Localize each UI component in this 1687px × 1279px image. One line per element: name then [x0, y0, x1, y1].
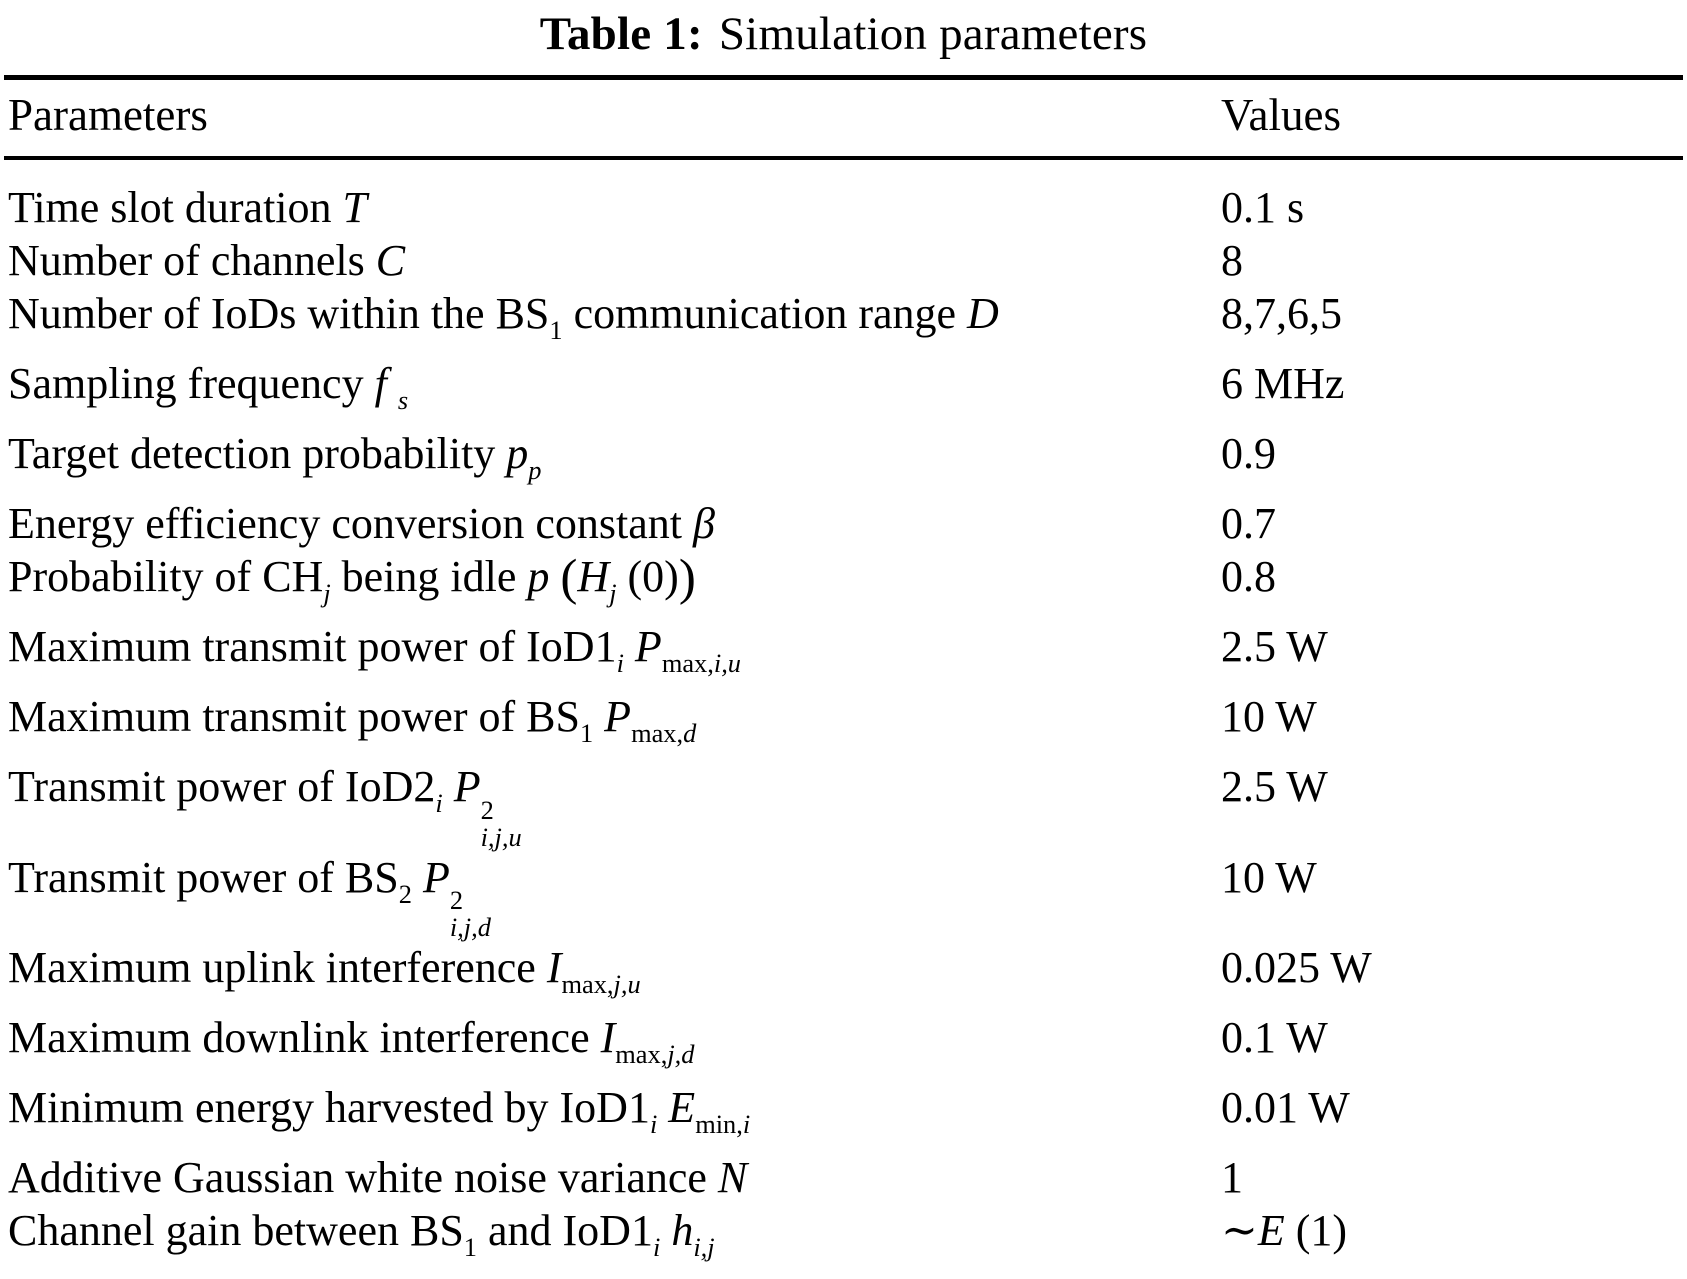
table-caption: Table 1: Simulation parameters	[0, 0, 1687, 62]
value-cell: 0.8	[1221, 552, 1276, 602]
value-cell: 2.5 W	[1221, 622, 1328, 672]
param-cell: Energy efficiency conversion constant β	[8, 499, 715, 549]
table-row: Number of IoDs within the BS1 communicat…	[4, 287, 1683, 357]
table-caption-text: Simulation parameters	[718, 8, 1148, 60]
parameters-table: Parameters Values Time slot duration T 0…	[4, 75, 1683, 1279]
value-cell: 0.9	[1221, 429, 1276, 479]
table-row: Maximum transmit power of IoD1i Pmax,i,u…	[4, 620, 1683, 690]
table-row: Energy efficiency conversion constant β …	[4, 497, 1683, 550]
value-cell: 6 MHz	[1221, 359, 1345, 409]
value-cell: 0.01 W	[1221, 1083, 1350, 1133]
column-header-parameters: Parameters	[4, 77, 1217, 160]
param-cell: Channel gain between BS1 and IoD1i hi,j	[8, 1206, 715, 1263]
table-row: Target detection probability pp 0.9	[4, 427, 1683, 497]
param-cell: Maximum uplink interference Imax,j,u	[8, 943, 641, 1000]
table-row: Number of channels C 8	[4, 234, 1683, 287]
param-cell: Probability of CHj being idle p (Hj (0))	[8, 550, 696, 609]
table-row: Maximum downlink interference Imax,j,d 0…	[4, 1011, 1683, 1081]
param-cell: Additive Gaussian white noise variance N	[8, 1153, 748, 1203]
param-cell: Number of channels C	[8, 236, 406, 285]
value-cell: ∼E (0.1)	[1217, 1274, 1683, 1279]
table-row: Maximum uplink interference Imax,j,u 0.0…	[4, 941, 1683, 1011]
param-cell: Sampling frequency f s	[8, 359, 409, 416]
value-cell: 0.7	[1221, 499, 1276, 549]
table-row: Sampling frequency f s 6 MHz	[4, 357, 1683, 427]
value-cell: 8	[1221, 236, 1243, 285]
param-cell: Maximum downlink interference Imax,j,d	[8, 1013, 695, 1070]
param-cell: Channel gain between BS1 and IoD2i gi,j	[4, 1274, 1217, 1279]
value-cell: 2.5 W	[1221, 762, 1328, 812]
param-cell: Number of IoDs within the BS1 communicat…	[8, 289, 999, 346]
value-cell: 0.1 s	[1221, 183, 1305, 232]
value-cell: 0.025 W	[1221, 943, 1372, 992]
column-header-values: Values	[1217, 77, 1683, 160]
table-row: Minimum energy harvested by IoD1i Emin,i…	[4, 1081, 1683, 1151]
table-row: Maximum transmit power of BS1 Pmax,d 10 …	[4, 690, 1683, 760]
table-row: Channel gain between BS1 and IoD1i hi,j …	[4, 1204, 1683, 1274]
value-cell: ∼E (1)	[1221, 1206, 1348, 1256]
table-caption-label: Table 1:	[539, 8, 703, 60]
param-cell: Maximum transmit power of BS1 Pmax,d	[8, 692, 697, 749]
param-cell: Time slot duration T	[8, 183, 367, 232]
param-cell: Maximum transmit power of IoD1i Pmax,i,u	[8, 622, 741, 679]
table-row: Probability of CHj being idle p (Hj (0))…	[4, 550, 1683, 620]
value-cell: 10 W	[1221, 852, 1317, 902]
value-cell: 10 W	[1221, 692, 1317, 742]
value-cell: 8,7,6,5	[1221, 289, 1342, 338]
table-row: Time slot duration T 0.1 s	[4, 158, 1683, 234]
param-cell: Target detection probability pp	[8, 429, 542, 486]
param-cell: Minimum energy harvested by IoD1i Emin,i	[8, 1083, 751, 1140]
value-cell: 1	[1221, 1153, 1243, 1203]
table-row: Channel gain between BS1 and IoD2i gi,j …	[4, 1274, 1683, 1279]
value-cell: 0.1 W	[1221, 1013, 1328, 1063]
table-row: Additive Gaussian white noise variance N…	[4, 1151, 1683, 1204]
header-row: Parameters Values	[4, 77, 1683, 160]
